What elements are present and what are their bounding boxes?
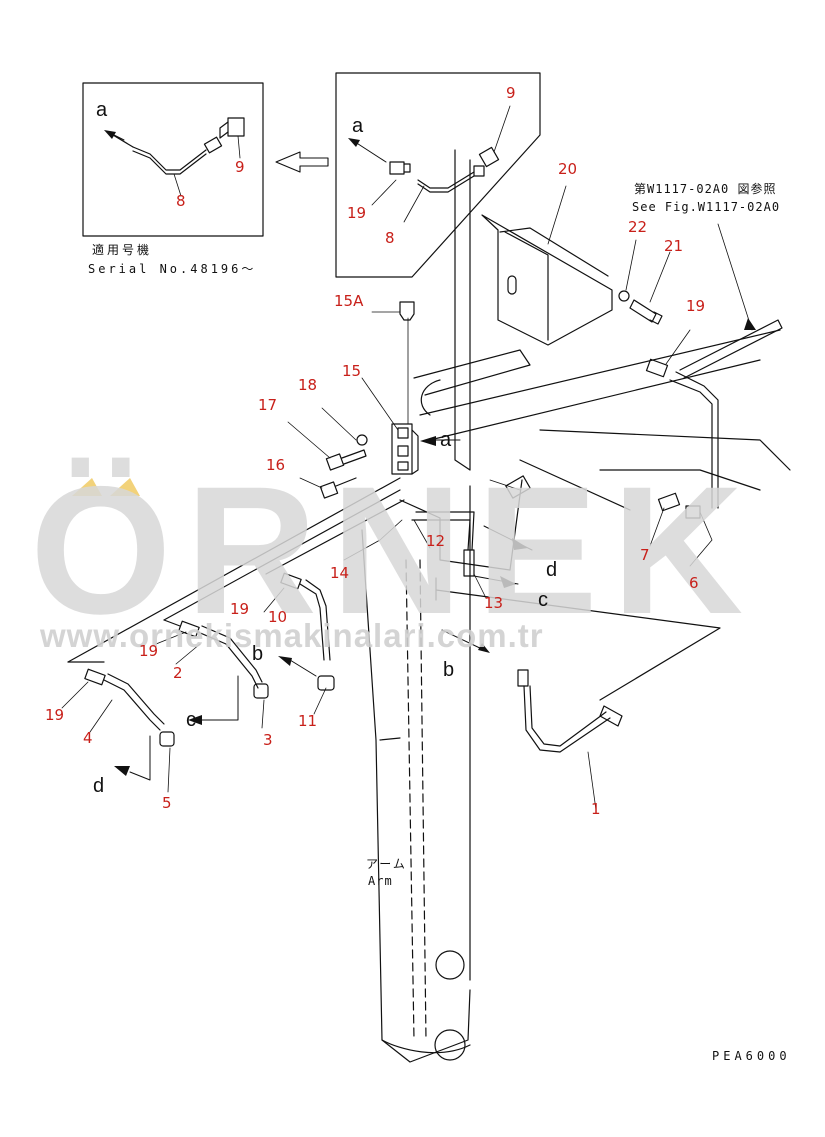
watermark-url: www.ornekismakinalari.com.tr	[40, 617, 544, 654]
mark-a-inset-left: a	[96, 99, 108, 121]
drawing-code: PEA6000	[712, 1049, 791, 1063]
callout-8-left: 8	[176, 192, 186, 210]
inset-frame-left	[82, 82, 264, 237]
inset-left-hose	[107, 117, 245, 175]
callout-21: 21	[664, 237, 684, 255]
elbow-11	[317, 675, 335, 691]
mark-b-arm: b	[443, 659, 455, 681]
arm-body	[361, 479, 721, 1063]
leader-20	[547, 185, 567, 245]
callout-15a: 15A	[334, 292, 364, 310]
callout-10: 10	[268, 608, 288, 626]
fitting-hose-1-top	[517, 669, 529, 687]
leader-8-right	[403, 185, 425, 223]
callout-16: 16	[266, 456, 286, 474]
hollow-arrow	[275, 151, 329, 173]
inset-note-line2: Serial No.48196～	[88, 262, 257, 276]
callout-19-top: 19	[686, 297, 706, 315]
callout-13: 13	[484, 594, 504, 612]
hose-1	[523, 685, 611, 753]
callout-15: 15	[342, 362, 362, 380]
leader-15	[361, 377, 399, 431]
tube-6	[669, 379, 713, 509]
arm-label-jp: アーム	[366, 857, 407, 871]
bolt-21	[629, 299, 663, 325]
callout-4: 4	[83, 729, 93, 747]
callout-19-10: 19	[230, 600, 250, 618]
elbow-7	[657, 492, 681, 512]
callout-19-4: 19	[45, 706, 65, 724]
block-15	[391, 423, 419, 475]
mark-c-left: c	[186, 709, 196, 731]
reference-note-line2: See Fig.W1117-02A0	[632, 200, 781, 214]
callout-5: 5	[162, 794, 172, 812]
leader-9-right	[493, 105, 511, 153]
callout-3: 3	[263, 731, 273, 749]
pipes-left	[67, 477, 405, 663]
watermark-brand: ÖRNEK	[30, 448, 758, 652]
callout-11: 11	[298, 712, 318, 730]
watermark-umlaut	[72, 478, 140, 496]
bracket-plate	[454, 149, 471, 471]
mark-b-left: b	[252, 643, 264, 665]
mark-a-block: a	[440, 429, 452, 451]
inset-right-parts	[389, 146, 500, 193]
bolt-17	[325, 449, 367, 471]
callout-9-left: 9	[235, 158, 245, 176]
callout-12: 12	[426, 532, 446, 550]
callout-7: 7	[640, 546, 650, 564]
fitting-19-top	[645, 358, 669, 378]
inset-frame-right	[335, 72, 541, 278]
cover-20	[499, 227, 609, 277]
callout-14: 14	[330, 564, 350, 582]
mark-d-left: d	[93, 775, 105, 797]
fitting-hose-1-bottom	[599, 705, 623, 727]
mark-d-arm: d	[546, 559, 558, 581]
elbow-3	[253, 683, 269, 699]
mark-a-inset-right: a	[352, 115, 364, 137]
callout-19-inset: 19	[347, 204, 367, 222]
pipe-top	[679, 319, 783, 379]
callout-20: 20	[558, 160, 578, 178]
callout-22: 22	[628, 218, 648, 236]
fitting-15a	[399, 301, 415, 321]
mark-c-arm: c	[538, 589, 548, 611]
leader-22	[625, 239, 637, 291]
washer-18	[356, 434, 368, 446]
callout-19-2: 19	[139, 642, 159, 660]
callout-6: 6	[689, 574, 699, 592]
tube-10	[299, 583, 325, 661]
boom-body	[413, 329, 791, 511]
callout-2: 2	[173, 664, 183, 682]
reference-note-line1: 第W1117-02A0 図参照	[634, 182, 777, 196]
leader-9-left	[237, 135, 241, 159]
leader-8-left	[173, 173, 182, 197]
leader-21	[649, 251, 671, 303]
arm-label-en: Arm	[368, 874, 393, 888]
tube-4	[103, 679, 161, 731]
leader-19-inset	[371, 179, 397, 206]
callout-9-right: 9	[506, 84, 516, 102]
bolt-16	[319, 477, 357, 499]
tube-2	[197, 631, 259, 689]
callout-18: 18	[298, 376, 318, 394]
inset-note-line1: 適用号機	[92, 243, 153, 257]
elbow-5	[159, 731, 175, 747]
callout-1: 1	[591, 800, 601, 818]
callout-8-right: 8	[385, 229, 395, 247]
callout-17: 17	[258, 396, 278, 414]
washer-22	[618, 290, 630, 302]
